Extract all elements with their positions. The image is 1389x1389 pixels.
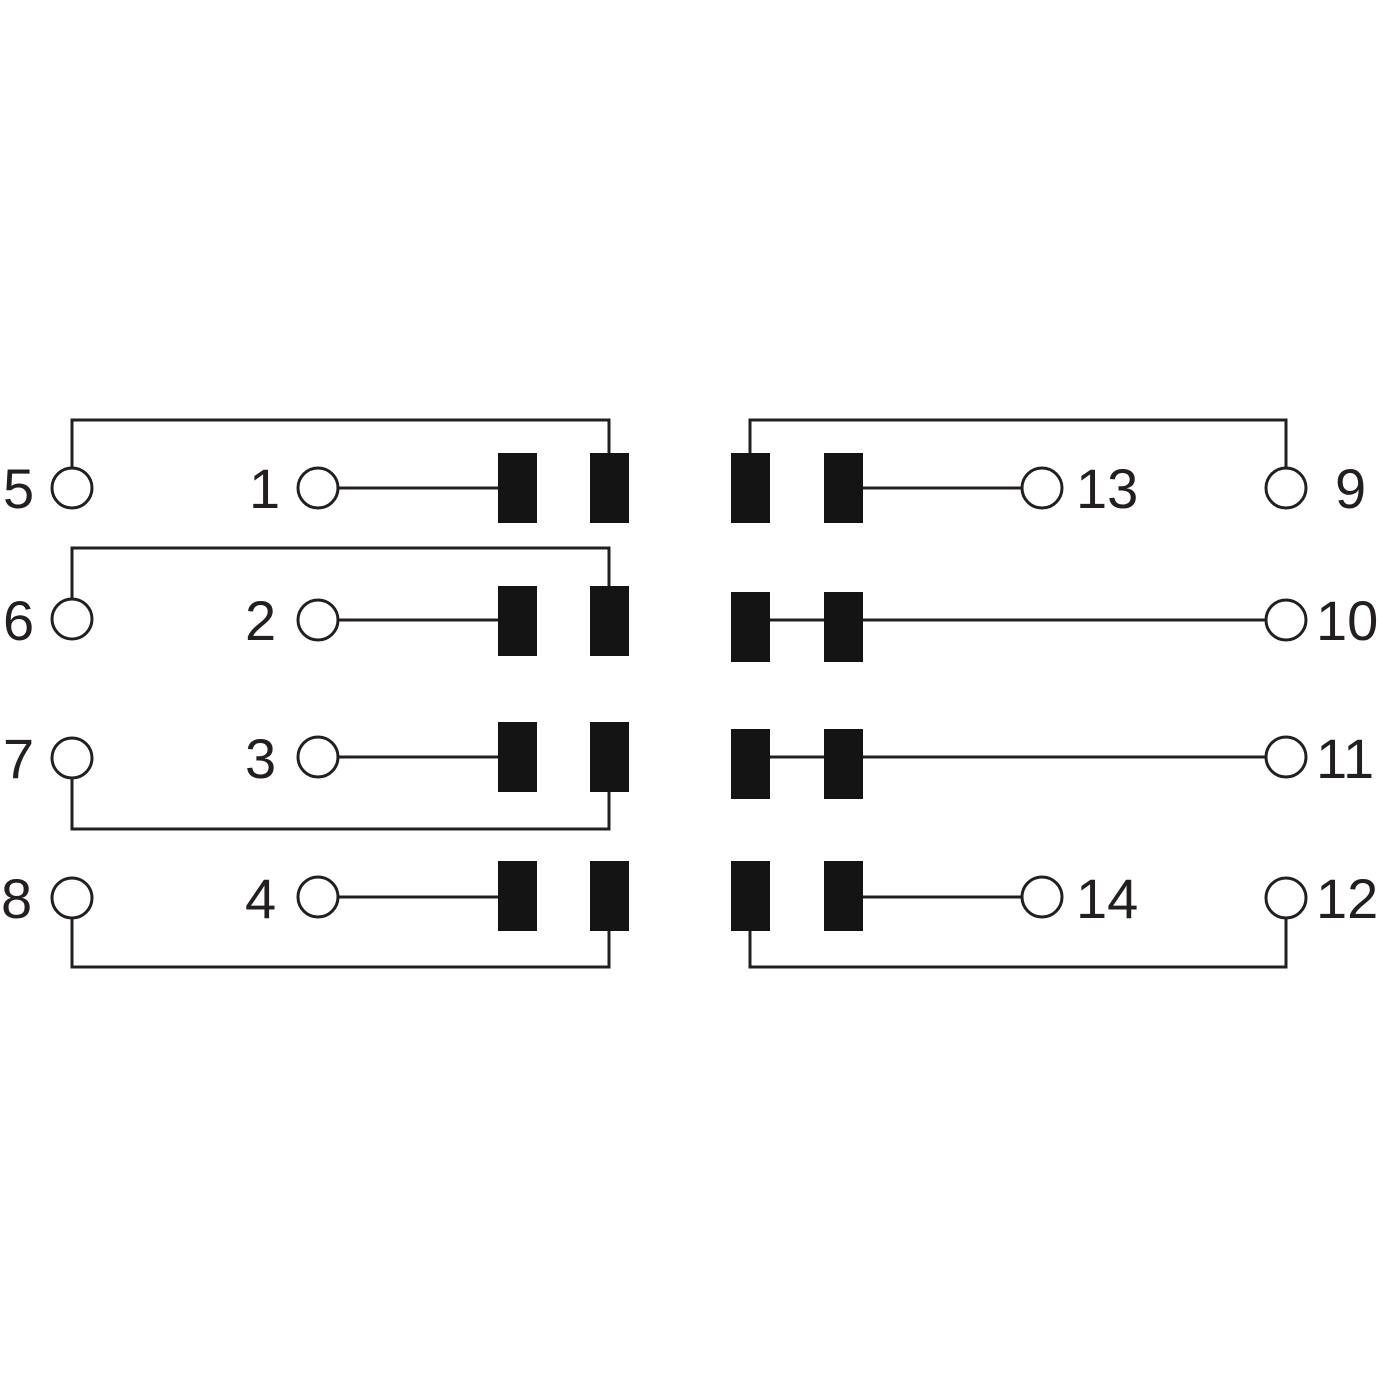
terminal-label-2: 2 — [245, 589, 276, 652]
wire-9-to-contact — [748, 418, 1288, 467]
wire-7-to-contact — [70, 779, 611, 831]
terminal-6 — [50, 597, 94, 641]
terminal-11 — [1264, 735, 1308, 779]
terminal-label-8: 8 — [1, 867, 32, 930]
wire-5-to-contact — [70, 418, 611, 467]
contact-block — [498, 453, 537, 523]
terminal-2 — [296, 598, 340, 642]
contacts — [498, 453, 863, 931]
contact-block — [731, 861, 770, 931]
terminal-3 — [296, 735, 340, 779]
contact-block — [498, 861, 537, 931]
terminal-12 — [1264, 876, 1308, 920]
wire-8-to-contact — [70, 919, 611, 969]
terminal-13 — [1020, 466, 1064, 510]
contact-block — [590, 453, 629, 523]
contact-block — [590, 861, 629, 931]
contact-block — [731, 729, 770, 799]
contact-block — [590, 586, 629, 656]
terminal-label-6: 6 — [3, 589, 34, 652]
terminal-label-3: 3 — [245, 727, 276, 790]
contact-block — [824, 453, 863, 523]
terminal-label-10: 10 — [1316, 589, 1378, 652]
contact-block — [498, 722, 537, 792]
contact-block — [590, 722, 629, 792]
terminal-label-4: 4 — [245, 867, 276, 930]
contact-block — [824, 861, 863, 931]
terminal-4 — [296, 875, 340, 919]
terminal-7 — [50, 736, 94, 780]
terminal-label-5: 5 — [3, 457, 34, 520]
terminals — [50, 466, 1308, 920]
wires — [70, 418, 1288, 969]
terminal-labels: 5 1 13 9 6 2 10 7 3 11 8 4 14 12 — [1, 457, 1378, 930]
terminal-5 — [50, 466, 94, 510]
terminal-label-12: 12 — [1316, 867, 1378, 930]
contact-block — [731, 592, 770, 662]
terminal-10 — [1264, 598, 1308, 642]
terminal-1 — [296, 466, 340, 510]
wire-12-to-contact — [748, 919, 1288, 969]
terminal-label-1: 1 — [249, 457, 280, 520]
terminal-label-9: 9 — [1335, 457, 1366, 520]
terminal-14 — [1020, 875, 1064, 919]
terminal-label-7: 7 — [3, 727, 34, 790]
contact-block — [498, 586, 537, 656]
contact-block — [824, 592, 863, 662]
terminal-label-13: 13 — [1076, 457, 1138, 520]
contact-block — [824, 729, 863, 799]
terminal-label-14: 14 — [1076, 867, 1138, 930]
terminal-8 — [50, 876, 94, 920]
contact-block — [731, 453, 770, 523]
terminal-9 — [1264, 466, 1308, 510]
wire-6-to-contact — [70, 546, 611, 598]
terminal-label-11: 11 — [1316, 727, 1374, 790]
